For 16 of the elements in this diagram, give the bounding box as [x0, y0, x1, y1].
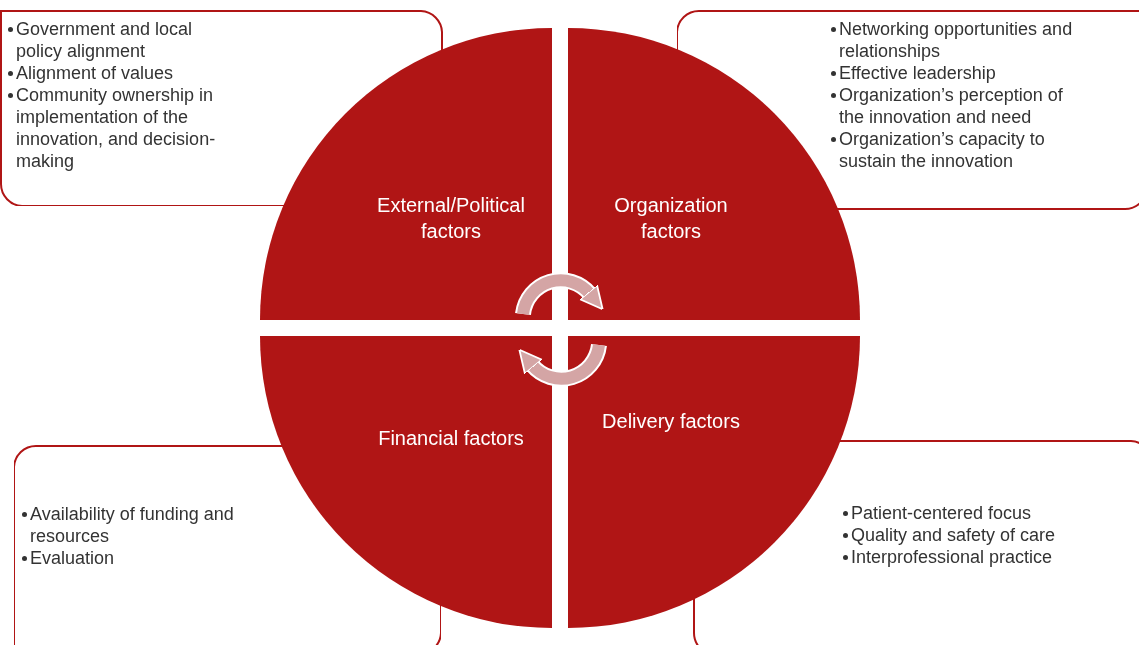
bullet-text: Alignment of values [16, 62, 174, 84]
quadrant-label: Delivery factors [602, 409, 740, 434]
bullet-text: Effective leadership [839, 62, 996, 84]
bullet-text: Organization’s capacity to sustain the innovation [839, 128, 1046, 172]
bullet-text: Community ownership in implementation of the innovation, and decision-making [16, 84, 217, 172]
bullet-text: Organization’s perception of the innovation and need [839, 84, 1064, 128]
bullet-text: Networking opportunities and relationships [839, 18, 1074, 62]
quadrant-label: External/Political factors [376, 193, 526, 244]
bullet-text: Government and local policy alignment [16, 18, 194, 62]
bullet-text: Patient-centered focus [851, 502, 1032, 524]
bullet-text: Quality and safety of care [851, 524, 1056, 546]
bullet-text: Interprofessional practice [851, 546, 1053, 568]
quadrant-label: Financial factors [378, 426, 524, 451]
bullet-text: Evaluation [30, 547, 115, 569]
quadrant-label: Organization factors [613, 193, 729, 244]
bullet-text: Availability of funding and resources [30, 503, 235, 547]
